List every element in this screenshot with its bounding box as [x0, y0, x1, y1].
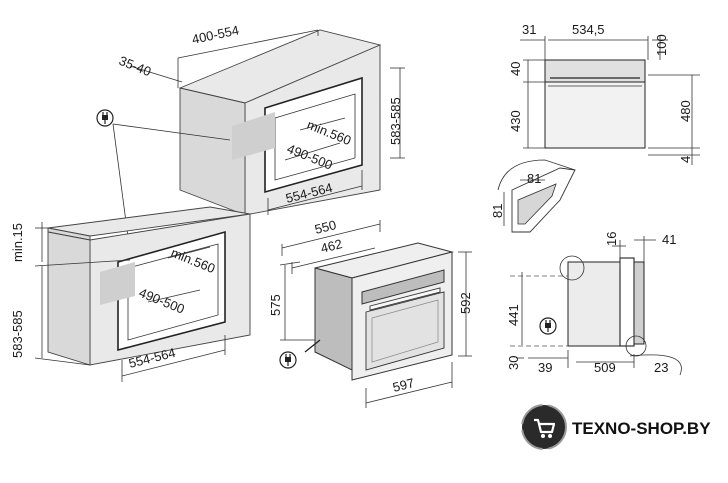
upper-cabinet: [178, 29, 382, 216]
dim-oven-front-height: 592: [458, 292, 473, 314]
dim-lower-niche-height: 583-585: [10, 310, 25, 358]
dim-detail-height: 81: [490, 204, 505, 218]
dim-front-body-height: 430: [508, 110, 523, 132]
dim-side-depth: 509: [594, 360, 616, 375]
dim-oven-depth-body: 462: [319, 236, 344, 256]
dim-side-door: 23: [654, 360, 668, 375]
dim-side-left-depth: 39: [538, 360, 552, 375]
dim-upper-niche-height: 583-585: [388, 97, 403, 145]
cart-icon: [534, 418, 556, 438]
dim-oven-body-height: 575: [268, 294, 283, 316]
lower-dimension-lines: [34, 222, 226, 382]
plug-icon: [539, 317, 557, 335]
plug-icon: [96, 109, 114, 127]
brand-logo: TEXNO-SHOP.BY: [521, 404, 711, 450]
plug-icon: [279, 351, 297, 369]
logo-circle: [522, 405, 566, 449]
angle-detail: [497, 159, 576, 233]
dim-front-bottom-gap: 4: [678, 156, 693, 163]
dim-oven-front-width: 597: [391, 375, 416, 395]
brand-name: TEXNO-SHOP.BY: [572, 419, 711, 438]
dim-front-top-height: 100: [654, 34, 669, 56]
oven-isometric: [314, 242, 454, 381]
front-view: [544, 59, 646, 149]
dim-front-total-height: 480: [678, 100, 693, 122]
side-view-dimension-lines: [516, 236, 656, 368]
oven-dimension-lines: [279, 220, 472, 408]
dim-side-right-offset: 41: [662, 232, 676, 247]
dim-upper-wall-gap: 35-40: [117, 53, 153, 79]
dim-detail-width: 81: [527, 171, 541, 186]
front-view-dimension-lines: [520, 36, 700, 165]
side-view: [510, 255, 682, 376]
dim-lower-min-top: min.15: [10, 223, 25, 262]
plug-leader-top: [112, 123, 231, 141]
dim-front-width: 534,5: [572, 22, 605, 37]
dim-oven-depth-total: 550: [313, 217, 338, 237]
dim-side-bottom: 30: [506, 356, 521, 370]
dim-upper-niche-depth: 400-554: [191, 22, 241, 47]
lower-cabinet: [47, 206, 251, 366]
upper-dimension-lines: [129, 29, 405, 215]
dim-front-panel-height: 40: [508, 62, 523, 76]
dim-side-top-offset: 16: [604, 232, 619, 246]
dim-side-height: 441: [506, 304, 521, 326]
dim-front-left-offset: 31: [522, 22, 536, 37]
